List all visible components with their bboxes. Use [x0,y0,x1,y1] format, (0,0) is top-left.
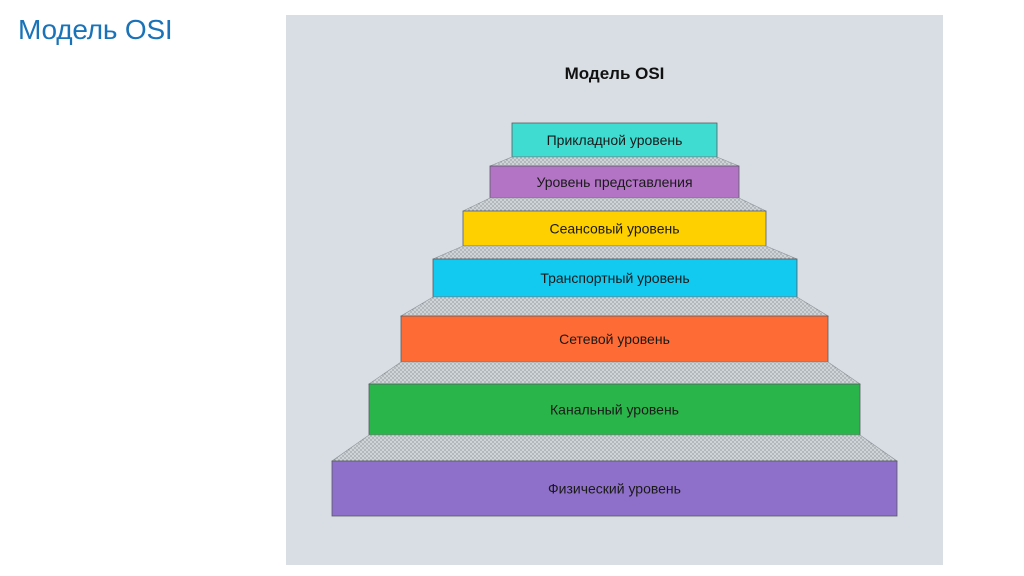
layer-block [331,460,898,517]
layer-block [462,210,767,247]
step-tread [462,197,767,212]
layer-block [400,315,829,363]
step-tread [489,156,740,167]
step-tread [399,296,830,317]
slide-title: Модель OSI [18,14,173,45]
layer-label: Транспортный уровень [540,270,689,286]
step-tread [331,434,898,462]
layer-label: Канальный уровень [550,402,679,418]
layer-label: Сеансовый уровень [549,221,679,237]
step-tread [368,361,861,385]
layer-block [368,383,861,436]
diagram-title: Модель OSI [564,64,665,83]
layer-label: Физический уровень [548,481,681,497]
layer-block [511,122,718,158]
layer-label: Сетевой уровень [559,331,670,347]
layer-label: Уровень представления [536,174,692,190]
step-tread [432,245,798,260]
layer-label: Прикладной уровень [547,132,683,148]
layer-block [432,258,798,298]
